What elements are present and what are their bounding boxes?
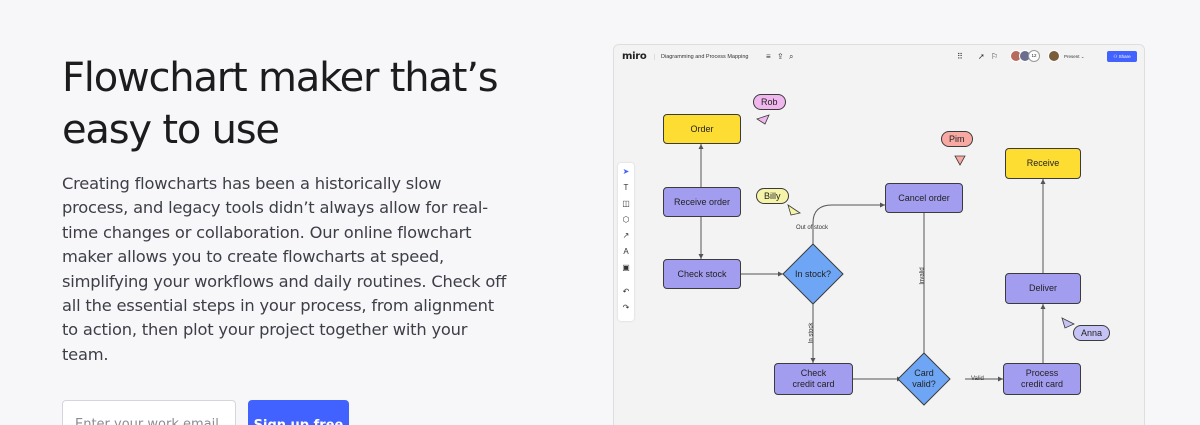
node-card-valid-decision[interactable]: Card valid? xyxy=(912,368,936,389)
cursor-icon[interactable]: ➚ xyxy=(978,52,985,61)
share-label: Share xyxy=(1118,54,1131,59)
avatar[interactable] xyxy=(1048,50,1060,62)
node-process-credit-card[interactable]: Process credit card xyxy=(1003,363,1081,395)
cursor-label-pim: Pim xyxy=(941,131,973,147)
board-name[interactable]: Diagramming and Process Mapping xyxy=(654,54,748,60)
cursor-label-anna: Anna xyxy=(1073,325,1111,341)
menu-icon[interactable]: ≡ xyxy=(766,52,771,61)
share-button[interactable]: ⚇ Share xyxy=(1107,51,1137,62)
user-icon: ⚇ xyxy=(1113,54,1118,59)
node-check-stock[interactable]: Check stock xyxy=(663,259,741,289)
board-toolbar: miro Diagramming and Process Mapping ≡ ⇪… xyxy=(614,45,1144,71)
present-label: Present xyxy=(1064,54,1080,59)
node-deliver[interactable]: Deliver xyxy=(1005,273,1081,304)
shapes-icon[interactable]: ⬡ xyxy=(622,215,630,224)
node-in-stock-decision[interactable]: In stock? xyxy=(794,269,832,279)
upload-icon[interactable]: ⇪ xyxy=(777,52,784,61)
cursor-label-rob: Rob xyxy=(753,94,786,110)
cursor-label-billy: Billy xyxy=(756,188,789,204)
avatar-count[interactable]: 12 xyxy=(1028,50,1040,62)
select-tool-icon[interactable]: ➤ xyxy=(622,167,630,176)
pen-icon[interactable]: A xyxy=(623,247,629,256)
frame-icon[interactable]: ▣ xyxy=(622,263,630,272)
hero-description: Creating flowcharts has been a historica… xyxy=(62,174,507,364)
edge-label-out-of-stock: Out of stock xyxy=(796,225,829,231)
redo-icon[interactable]: ↷ xyxy=(622,303,630,312)
edge-label-invalid: Invalid xyxy=(919,267,926,285)
tool-palette: ➤ T ◫ ⬡ ↗ A ▣ ↶ ↷ xyxy=(618,163,634,321)
node-check-credit-card[interactable]: Check credit card xyxy=(774,363,853,395)
present-button[interactable]: Present ⌄ xyxy=(1064,54,1085,59)
edge-label-valid: Valid xyxy=(971,376,984,382)
edge-label-in-stock: In stock xyxy=(808,322,815,344)
sticky-note-icon[interactable]: ◫ xyxy=(622,199,630,208)
page-title: Flowchart maker that’s easy to use xyxy=(62,55,499,153)
node-cancel-order[interactable]: Cancel order xyxy=(885,183,963,213)
undo-icon[interactable]: ↶ xyxy=(622,287,630,296)
node-receive[interactable]: Receive xyxy=(1005,148,1081,179)
text-tool-icon[interactable]: T xyxy=(623,183,629,192)
email-field[interactable] xyxy=(62,400,236,425)
apps-icon[interactable]: ⠿ xyxy=(957,52,963,61)
miro-logo: miro xyxy=(622,51,647,62)
sign-up-button[interactable]: Sign up free xyxy=(248,400,349,425)
node-order[interactable]: Order xyxy=(663,114,741,144)
connectors xyxy=(698,114,1075,406)
node-receive-order[interactable]: Receive order xyxy=(663,187,741,217)
board-preview: miro Diagramming and Process Mapping ≡ ⇪… xyxy=(613,44,1145,425)
search-icon[interactable]: ⌕ xyxy=(789,52,794,61)
connector-icon[interactable]: ↗ xyxy=(622,231,630,240)
celebrate-icon[interactable]: ⚐ xyxy=(991,52,999,61)
